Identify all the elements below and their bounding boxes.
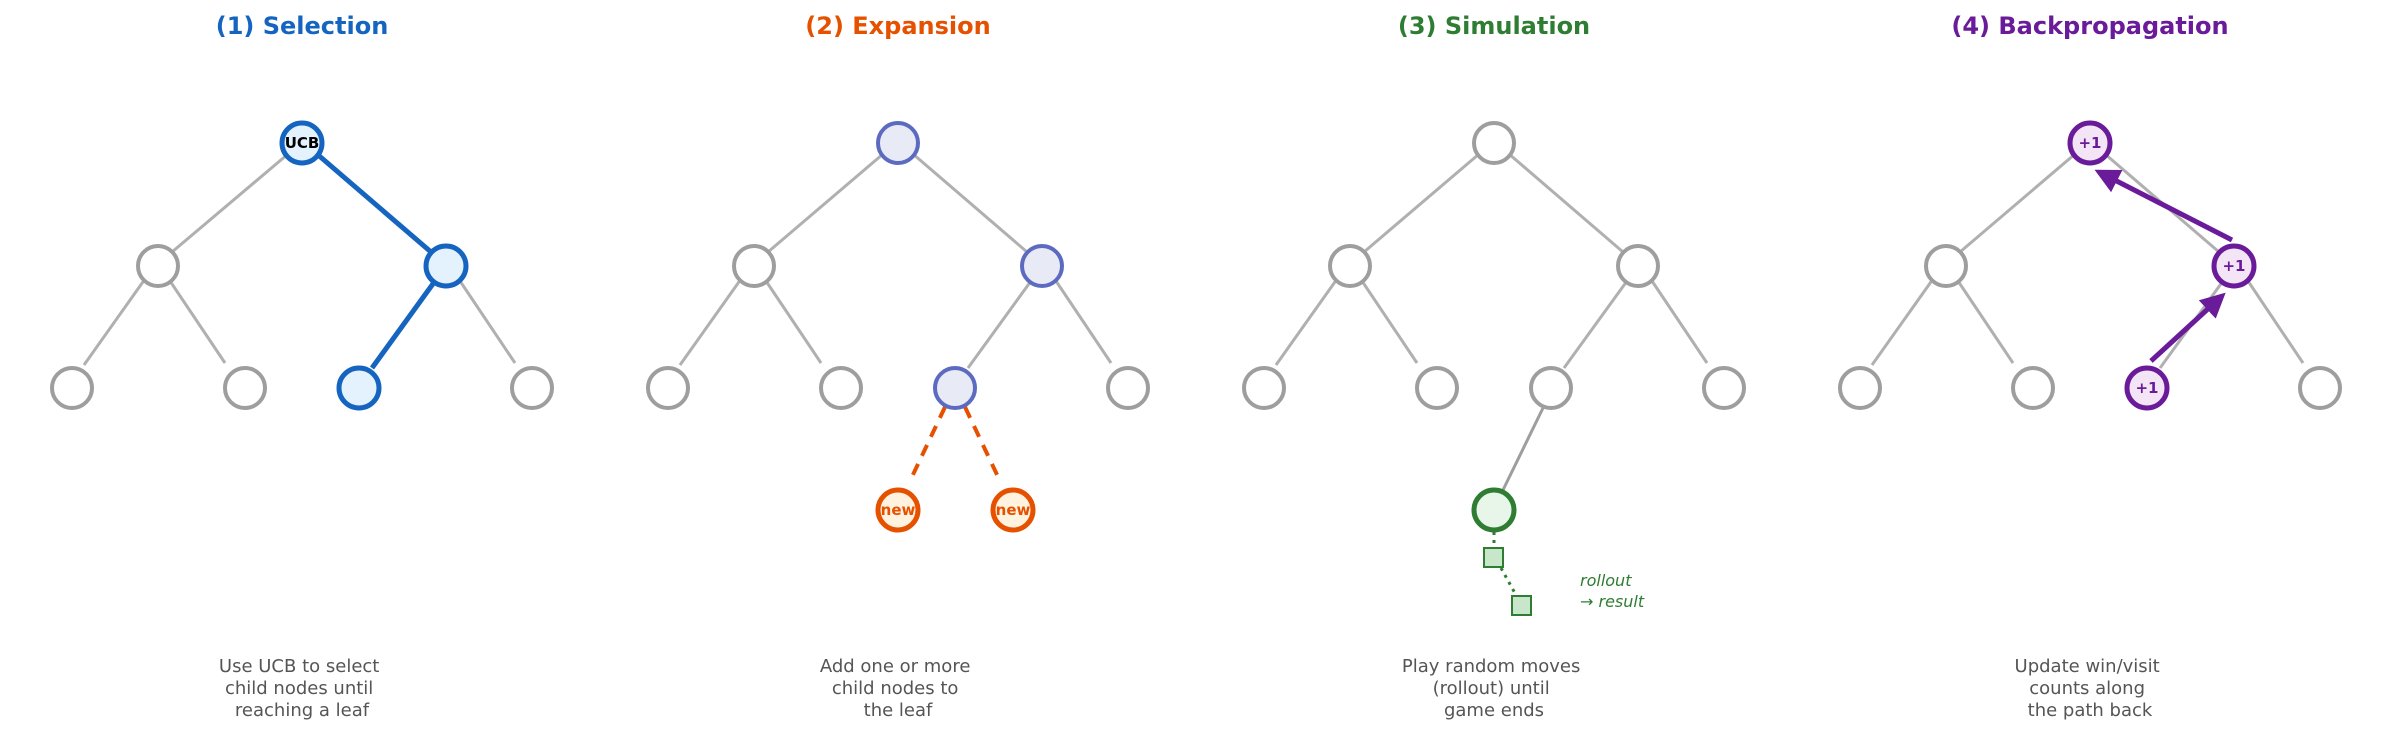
rollout-state (1483, 547, 1504, 568)
tree-node (1702, 366, 1746, 410)
selected-path-edge (369, 279, 438, 370)
tree-node-visited (876, 121, 920, 165)
plus-one-label: +1 (2222, 257, 2245, 275)
caption-simulation: Play random moves (rollout) until game e… (1402, 656, 1586, 721)
tree-edges-simulation (1274, 152, 1709, 596)
panel-simulation: (3) Simulation rollout → result Play ra (1242, 12, 1746, 721)
tree-node (646, 366, 690, 410)
tree-edge (966, 280, 1033, 369)
tree-edge (1508, 152, 1624, 254)
tree-edge (82, 278, 147, 366)
panel-expansion: (2) Expansion new new Add one or more ch… (646, 12, 1150, 721)
tree-edge (678, 278, 743, 366)
leaf-node-expanded (933, 366, 977, 410)
tree-edge (912, 152, 1028, 254)
plus-one-label: +1 (2078, 134, 2101, 152)
tree-node (1924, 244, 1968, 288)
backprop-arrow (2149, 292, 2226, 363)
panel-title-selection: (1) Selection (216, 12, 389, 40)
selected-leaf-node (336, 365, 382, 411)
panel-selection: (1) Selection UCB Use UCB to select chil… (50, 12, 554, 721)
tree-edge (1956, 280, 2015, 364)
tree-node (1242, 366, 1286, 410)
tree-edge (1650, 280, 1709, 364)
rollout-terminal-state (1511, 595, 1532, 616)
plus-one-label: +1 (2135, 379, 2158, 397)
new-label: new (996, 501, 1031, 519)
tree-edge (458, 280, 517, 364)
caption-expansion: Add one or more child nodes to the leaf (820, 656, 976, 721)
tree-node (2298, 366, 2342, 410)
tree-node (2011, 366, 2055, 410)
tree-edge (1274, 278, 1339, 366)
tree-node (136, 244, 180, 288)
tree-node (1328, 244, 1372, 288)
tree-node (1616, 244, 1660, 288)
leaf-node-updated (2124, 365, 2170, 411)
tree-edge (2246, 280, 2305, 364)
tree-node (1529, 366, 1573, 410)
rollout-path (1499, 567, 1518, 596)
root-node-selected (279, 120, 325, 166)
tree-edge (1562, 280, 1629, 369)
tree-edge (1870, 278, 1935, 366)
tree-edges-expansion (678, 152, 1113, 482)
selected-path-edge (315, 152, 433, 254)
tree-node (50, 366, 94, 410)
panel-backprop: (4) Backpropagation +1 +1 +1 Update win/… (1838, 12, 2342, 721)
tree-node (1106, 366, 1150, 410)
caption-selection: Use UCB to select child nodes until reac… (219, 656, 385, 721)
caption-backprop: Update win/visit counts along the path b… (2015, 656, 2166, 721)
panel-title-simulation: (3) Simulation (1398, 12, 1590, 40)
tree-edge (767, 152, 884, 254)
panel-title-expansion: (2) Expansion (805, 12, 990, 40)
new-node-right (990, 487, 1036, 533)
new-edge (963, 406, 1002, 482)
tree-node (732, 244, 776, 288)
tree-node (819, 366, 863, 410)
tree-edge (171, 152, 289, 254)
tree-node (510, 366, 554, 410)
ucb-label: UCB (285, 134, 320, 152)
tree-node (223, 366, 267, 410)
new-node-left (875, 487, 921, 533)
new-edge (908, 406, 947, 482)
rollout-note: rollout → result (1580, 571, 1645, 611)
backprop-arrow (2094, 169, 2234, 243)
new-label: new (881, 501, 916, 519)
tree-edges-selection (82, 152, 517, 370)
tree-node (1838, 366, 1882, 410)
expansion-edge (1501, 407, 1545, 491)
tree-node (1472, 121, 1516, 165)
node-updated (2211, 243, 2257, 289)
tree-edge (1360, 280, 1419, 364)
panel-title-backprop: (4) Backpropagation (1951, 12, 2228, 40)
tree-edge (1054, 280, 1113, 364)
selected-node (423, 243, 469, 289)
tree-edge (764, 280, 823, 364)
simulation-start-node (1471, 487, 1517, 533)
tree-node (1415, 366, 1459, 410)
tree-edge (1363, 152, 1480, 254)
root-node-updated (2067, 120, 2113, 166)
tree-node-visited (1020, 244, 1064, 288)
tree-edge (1959, 152, 2076, 254)
tree-edge (168, 280, 227, 364)
